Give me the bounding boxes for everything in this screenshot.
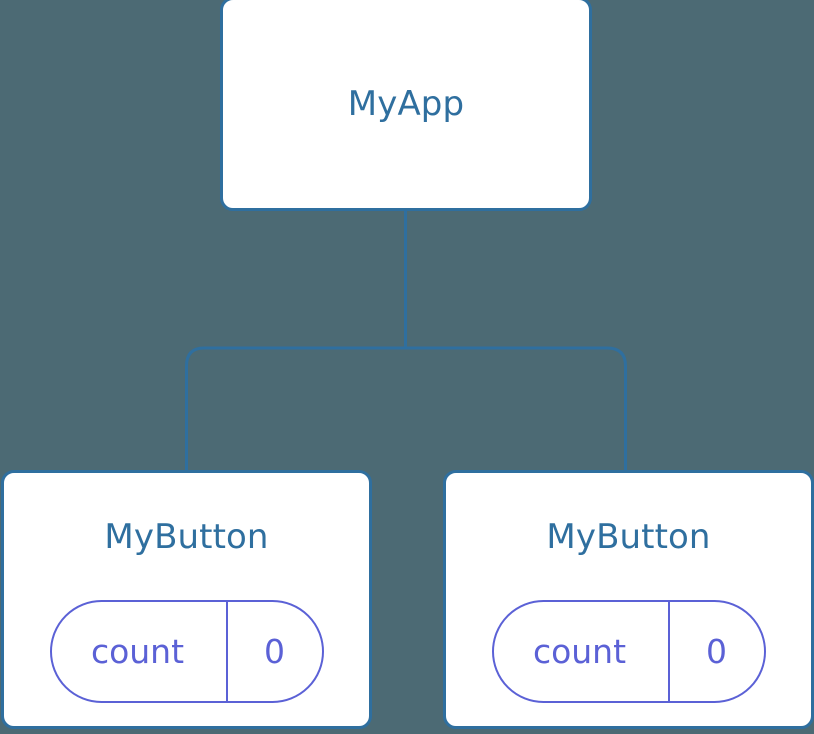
- state-pill[interactable]: count 0: [49, 600, 324, 703]
- tree-node-mybutton-0[interactable]: MyButton count 0: [1, 470, 372, 729]
- tree-node-mybutton-1[interactable]: MyButton count 0: [443, 470, 814, 729]
- state-key: count: [532, 632, 627, 671]
- node-title: MyButton: [546, 517, 711, 557]
- state-value: 0: [225, 602, 322, 701]
- state-value: 0: [667, 602, 764, 701]
- state-pill[interactable]: count 0: [491, 600, 766, 703]
- node-title: MyButton: [104, 517, 269, 557]
- node-title: MyApp: [347, 84, 465, 124]
- state-key: count: [90, 632, 185, 671]
- edge-to-child-1: [405, 346, 627, 471]
- tree-node-root[interactable]: MyApp: [220, 0, 592, 211]
- edge-to-child-0: [185, 346, 406, 471]
